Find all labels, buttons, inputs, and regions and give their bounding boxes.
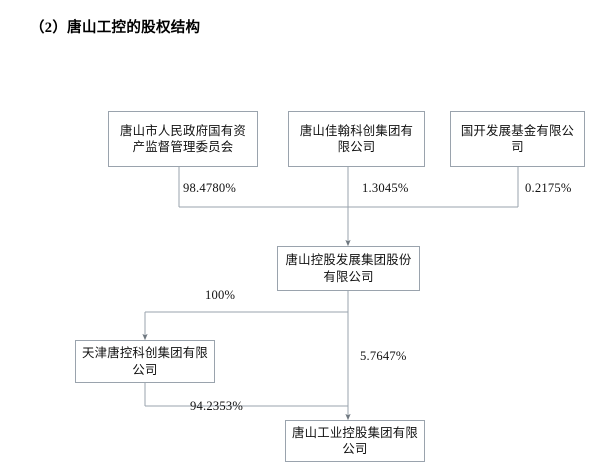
- percent-label-jiahan: 1.3045%: [362, 181, 409, 195]
- node-tianjin-tangkong-label: 天津唐控科创集团有限公司: [82, 346, 208, 377]
- node-tangshan-holding-label: 唐山控股发展集团股份有限公司: [285, 253, 412, 284]
- node-sasac-label: 唐山市人民政府国有资产监督管理委员会: [120, 123, 246, 154]
- node-tangshan-holding: 唐山控股发展集团股份有限公司: [277, 246, 420, 291]
- node-guokai-label: 国开发展基金有限公司: [460, 123, 575, 154]
- percent-label-tjtk: 100%: [205, 288, 236, 302]
- page-title: （2）唐山工控的股权结构: [30, 20, 201, 36]
- node-guokai: 国开发展基金有限公司: [450, 111, 585, 167]
- percent-label-guokai: 0.2175%: [525, 181, 572, 195]
- percent-label-sasac: 98.4780%: [183, 181, 237, 195]
- percent-label-tskg-to-tsgk: 5.7647%: [360, 349, 407, 363]
- node-sasac: 唐山市人民政府国有资产监督管理委员会: [108, 111, 258, 167]
- node-tangshan-industrial: 唐山工业控股集团有限公司: [285, 420, 425, 462]
- node-tangshan-industrial-label: 唐山工业控股集团有限公司: [292, 425, 418, 456]
- node-tianjin-tangkong: 天津唐控科创集团有限公司: [75, 340, 215, 383]
- node-jiahan: 唐山佳翰科创集团有限公司: [288, 111, 425, 167]
- node-jiahan-label: 唐山佳翰科创集团有限公司: [299, 123, 414, 154]
- percent-label-tjtk-to-tsgk: 94.2353%: [190, 399, 244, 413]
